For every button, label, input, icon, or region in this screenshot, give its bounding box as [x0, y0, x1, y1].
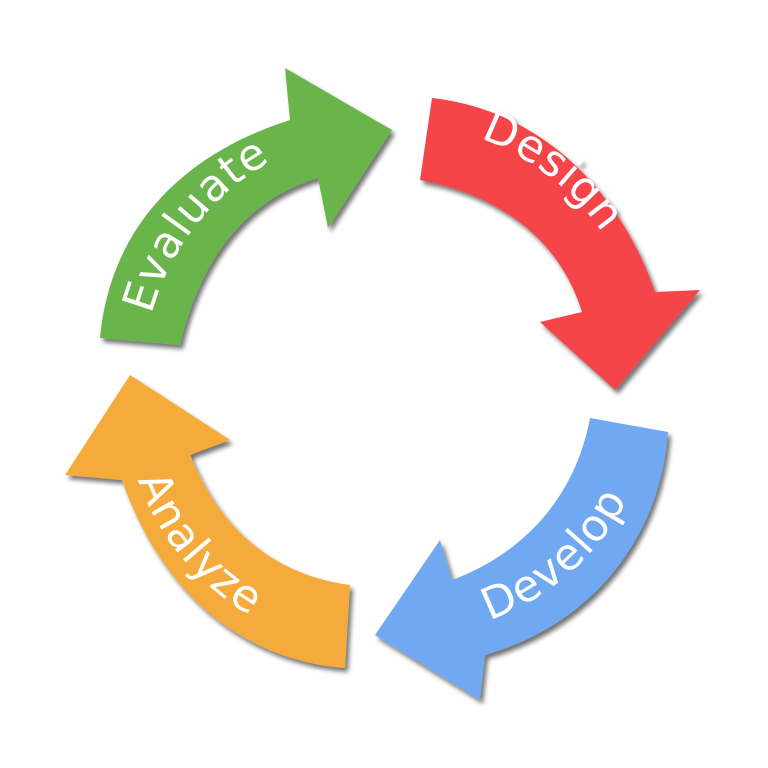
step-evaluate-arrow: Evaluate — [100, 68, 392, 345]
step-design-arrow: Design — [420, 98, 700, 390]
step-develop-arrow: Develop — [375, 418, 668, 700]
arrow-analyze-shape — [65, 375, 350, 668]
arrow-evaluate-shape — [100, 68, 392, 345]
arrow-develop-shape — [375, 418, 668, 700]
step-analyze-arrow: Analyze — [65, 375, 350, 668]
arrow-design-shape — [420, 98, 700, 390]
